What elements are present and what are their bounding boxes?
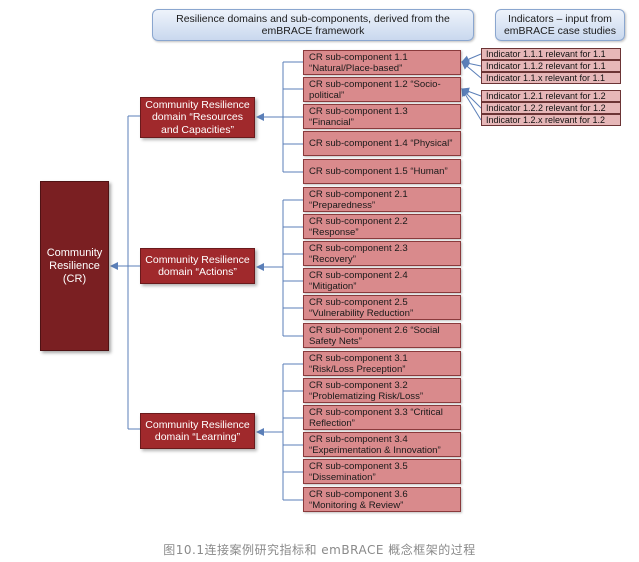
sub-line: CR sub-component 1.4 “Physical” (309, 138, 453, 149)
sub-line: CR sub-component 3.3 “Critical (309, 407, 443, 418)
sub-line: CR sub-component 2.1 (309, 189, 408, 200)
figure-caption: 图10.1连接案例研究指标和 emBRACE 概念框架的过程 (163, 543, 476, 557)
domain-label-line: Community Resilience (145, 98, 250, 111)
sub-line: Safety Nets” (309, 336, 362, 347)
domain-label-line: domain “Resources (151, 111, 244, 124)
sub-line: “Monitoring & Review” (309, 500, 404, 511)
domain-actions: Community Resilience domain “Actions” (140, 248, 255, 284)
sub-line: CR sub-component 1.2 “Socio- (309, 79, 441, 90)
sub-component-3-4: CR sub-component 3.4 “Experimentation & … (303, 432, 461, 457)
sub-component-2-5: CR sub-component 2.5 “Vulnerability Redu… (303, 295, 461, 320)
sub-line: CR sub-component 2.2 (309, 216, 408, 227)
arrow-ind111 (461, 53, 482, 63)
sub-line: “Experimentation & Innovation” (309, 445, 441, 456)
sub-component-2-1: CR sub-component 2.1 “Preparedness” (303, 187, 461, 212)
sub-line: CR sub-component 2.5 (309, 297, 408, 308)
root-line3: (CR) (62, 272, 87, 285)
sub-line: “Response” (309, 227, 359, 238)
indicator-1-1-x: Indicator 1.1.x relevant for 1.1 (481, 72, 621, 84)
header-indicators-line1: Indicators – input from (508, 13, 612, 25)
root-line1: Community (46, 246, 103, 259)
sub-component-1-4: CR sub-component 1.4 “Physical” (303, 131, 461, 156)
sub-line: “Natural/Place-based” (309, 63, 403, 74)
root-line2: Resilience (49, 259, 100, 272)
sub-component-1-1: CR sub-component 1.1 “Natural/Place-base… (303, 50, 461, 75)
sub-line: CR sub-component 1.5 “Human” (309, 166, 448, 177)
sub-line: “Mitigation” (309, 281, 357, 292)
indicator-1-1-2: Indicator 1.1.2 relevant for 1.1 (481, 60, 621, 72)
sub-line: “Recovery” (309, 254, 356, 265)
sub-line: “Risk/Loss Preception” (309, 364, 406, 375)
sub-line: CR sub-component 2.6 “Social (309, 325, 440, 336)
sub-line: “Dissemination” (309, 472, 376, 483)
sub-component-3-5: CR sub-component 3.5 “Dissemination” (303, 459, 461, 484)
sub-line: CR sub-component 3.1 (309, 353, 408, 364)
domain-learning: Community Resilience domain “Learning” (140, 413, 255, 449)
header-domains-line2: emBRACE framework (261, 25, 365, 37)
sub-line: political” (309, 90, 345, 101)
sub-line: “Preparedness” (309, 200, 376, 211)
domain-label-line: domain “Learning” (154, 431, 241, 443)
domain-label-line: and Capacities” (161, 123, 234, 136)
sub-line: CR sub-component 3.4 (309, 434, 408, 445)
header-indicators: Indicators – input from emBRACE case stu… (495, 9, 625, 41)
domain-label-line: Community Resilience (145, 418, 250, 431)
header-domains: Resilience domains and sub-components, d… (152, 9, 474, 41)
sub-component-3-1: CR sub-component 3.1 “Risk/Loss Precepti… (303, 351, 461, 376)
sub-line: CR sub-component 3.6 (309, 489, 408, 500)
domain-label-line: Community Resilience (145, 253, 250, 266)
indicator-1-2-1: Indicator 1.2.1 relevant for 1.2 (481, 90, 621, 102)
sub-line: CR sub-component 1.3 “Financial” (309, 105, 408, 128)
sub-component-3-3: CR sub-component 3.3 “Critical Reflectio… (303, 405, 461, 430)
sub-line: CR sub-component 2.4 (309, 270, 408, 281)
sub-component-2-2: CR sub-component 2.2 “Response” (303, 214, 461, 239)
arrow-ind11x (461, 61, 482, 79)
sub-line: CR sub-component 1.1 (309, 52, 408, 63)
sub-line: “Vulnerability Reduction” (309, 308, 414, 319)
sub-component-2-3: CR sub-component 2.3 “Recovery” (303, 241, 461, 266)
arrow-ind12x (461, 88, 482, 121)
header-indicators-line2: emBRACE case studies (503, 25, 617, 37)
sub-line: CR sub-component 3.5 (309, 461, 408, 472)
indicator-1-2-x: Indicator 1.2.x relevant for 1.2 (481, 114, 621, 126)
indicator-1-1-1: Indicator 1.1.1 relevant for 1.1 (481, 48, 621, 60)
domain-label-line: domain “Actions” (158, 266, 237, 278)
sub-line: CR sub-component 3.2 (309, 380, 408, 391)
sub-component-2-6: CR sub-component 2.6 “Social Safety Nets… (303, 323, 461, 348)
header-domains-line1: Resilience domains and sub-components, d… (176, 13, 450, 25)
sub-component-2-4: CR sub-component 2.4 “Mitigation” (303, 268, 461, 293)
sub-component-1-3: CR sub-component 1.3 “Financial” (303, 104, 461, 129)
sub-line: “Problematizing Risk/Loss” (309, 391, 424, 402)
root-node-community-resilience: Community Resilience (CR) (40, 181, 109, 351)
sub-component-1-5: CR sub-component 1.5 “Human” (303, 159, 461, 184)
indicator-1-2-2: Indicator 1.2.2 relevant for 1.2 (481, 102, 621, 114)
sub-line: Reflection” (309, 418, 355, 429)
sub-component-1-2: CR sub-component 1.2 “Socio- political” (303, 77, 461, 102)
sub-component-3-6: CR sub-component 3.6 “Monitoring & Revie… (303, 487, 461, 512)
domain-resources-capacities: Community Resilience domain “Resources a… (140, 97, 255, 138)
sub-line: CR sub-component 2.3 (309, 243, 408, 254)
sub-component-3-2: CR sub-component 3.2 “Problematizing Ris… (303, 378, 461, 403)
